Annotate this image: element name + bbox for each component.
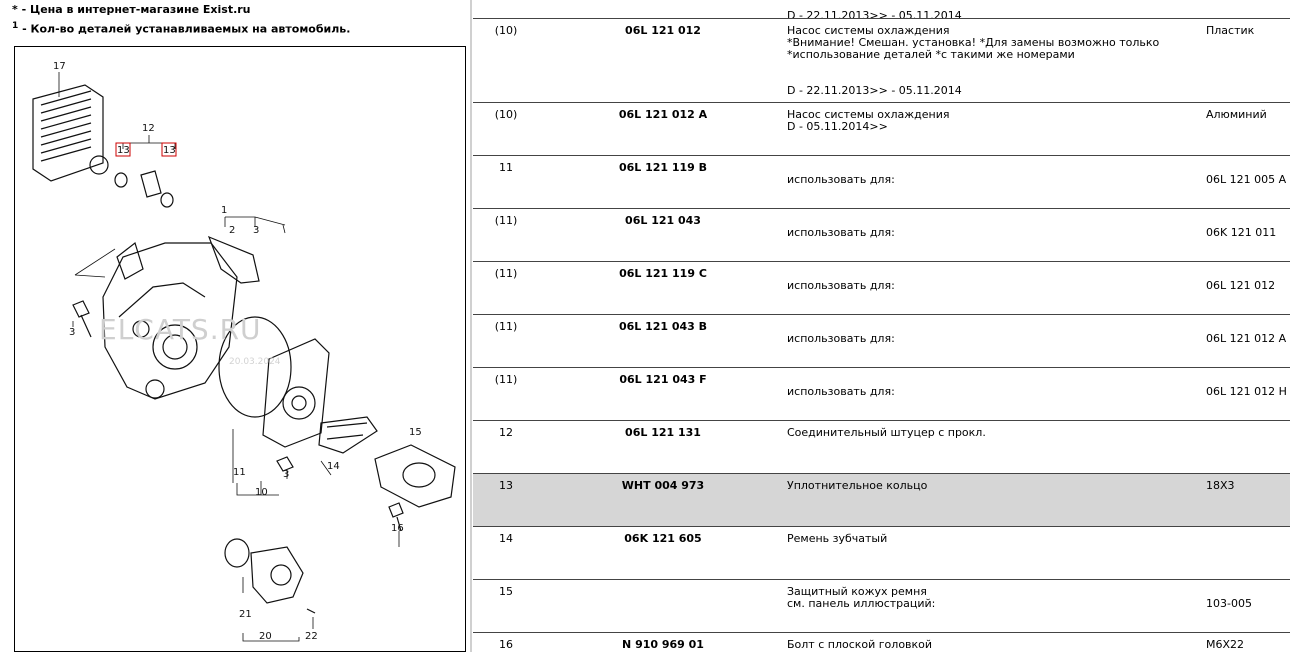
callout-14: 14: [327, 461, 340, 472]
callout-2: 2: [229, 225, 235, 236]
description-cell: использовать для:: [787, 385, 895, 398]
parts-table: D - 22.11.2013>> - 05.11.2014 (10)06L 12…: [473, 0, 1290, 652]
table-row[interactable]: (11) 06L 121 043 F использовать для: 06L …: [473, 367, 1290, 421]
table-row[interactable]: 11 06L 121 119 B использовать для: 06L 12…: [473, 155, 1290, 209]
callout-13b: 13: [163, 145, 176, 156]
part-number-cell: 13: [499, 479, 513, 492]
part-code-cell[interactable]: 06L 121 043 B: [618, 320, 708, 333]
callout-17: 17: [53, 61, 66, 72]
value-cell: Пластик: [1206, 24, 1255, 37]
part-number-cell: 11: [499, 161, 513, 174]
description-cell: Защитный кожух ремня см. панель иллюстра…: [787, 585, 936, 610]
table-row[interactable]: (11) 06L 121 043 использовать для: 06K 12…: [473, 208, 1290, 262]
description-cell: Насос системы охлаждения D - 05.11.2014>…: [787, 108, 950, 133]
part-code-cell[interactable]: 06L 121 012 A: [618, 108, 708, 121]
part-code-cell[interactable]: N 910 969 01: [622, 638, 704, 651]
part-code-cell[interactable]: 06L 121 131: [625, 426, 701, 439]
price-legend: * - Цена в интернет-магазине Exist.ru: [12, 3, 251, 16]
part-code-cell[interactable]: 06L 121 119 C: [619, 267, 707, 280]
callout-3c: 3: [283, 469, 289, 480]
description-cell: Соединительный штуцер с прокл.: [787, 426, 986, 439]
callout-15: 15: [409, 427, 422, 438]
part-code-cell[interactable]: 06L 121 043 F: [619, 373, 707, 386]
table-row[interactable]: 14 06K 121 605 Ремень зубчатый: [473, 526, 1290, 580]
callout-13a: 13: [117, 145, 130, 156]
fitting-shape: [140, 170, 162, 198]
callout-box-13b: [161, 142, 177, 157]
callout-3b: 3: [69, 327, 75, 338]
value-cell: 103-005: [1206, 597, 1252, 610]
table-row[interactable]: 13 WHT 004 973 Уплотнительное кольцо 18X3: [473, 473, 1290, 527]
value-cell: 06L 121 012 H: [1206, 385, 1287, 398]
part-number-cell: (11): [494, 214, 518, 227]
table-row[interactable]: (10) 06L 121 012 A Насос системы охлаждени…: [473, 102, 1290, 155]
part-number-cell: 14: [499, 532, 513, 545]
pump-housing-shape: [102, 242, 238, 400]
thermostat-housing-shape: [250, 546, 304, 604]
value-cell: Алюминий: [1206, 108, 1267, 121]
watermark-date: 20.03.2024: [229, 357, 281, 367]
seal-ring-shape: [114, 172, 128, 188]
value-cell: 06K 121 011: [1206, 226, 1277, 239]
part-number-cell: 15: [499, 585, 513, 598]
part-number-cell: (11): [494, 373, 518, 386]
part-code-cell[interactable]: 06K 121 605: [624, 532, 702, 545]
quantity-legend: 1 - Кол-во деталей устанавливаемых на ав…: [12, 21, 351, 36]
part-number-cell: 16: [499, 638, 513, 651]
callout-22: 22: [305, 631, 318, 642]
callout-box-13a: [115, 142, 131, 157]
part-number-cell: (10): [494, 24, 518, 37]
callout-10: 10: [255, 487, 268, 498]
part-number-cell: (10): [494, 108, 518, 121]
parts-diagram: 17 12 13 13 1 2 3 3 3 11 10 14 15 16 21 …: [14, 46, 466, 652]
description-cell: использовать для:: [787, 332, 895, 345]
description-cell: использовать для:: [787, 279, 895, 292]
callout-20: 20: [259, 631, 272, 642]
description-cell: Болт с плоской головкой: [787, 638, 933, 651]
part-number-cell: (11): [494, 267, 518, 280]
value-cell: 06L 121 012: [1206, 279, 1276, 292]
part-code-cell[interactable]: 06L 121 043: [625, 214, 701, 227]
value-cell: 06L 121 005 A: [1206, 173, 1287, 186]
callout-1: 1: [221, 205, 227, 216]
table-row[interactable]: 16 N 910 969 01 Болт с плоской головкой M6X…: [473, 632, 1290, 653]
illustration-panel: * - Цена в интернет-магазине Exist.ru 1 …: [0, 0, 470, 652]
panel-divider: [470, 0, 472, 652]
description-cell: Насос системы охлаждения *Внимание! Смеш…: [787, 24, 1160, 97]
callout-21: 21: [239, 609, 252, 620]
o-ring-shape: [218, 316, 292, 418]
callout-12: 12: [142, 123, 155, 134]
callout-11: 11: [233, 467, 246, 478]
description-cell: Уплотнительное кольцо: [787, 479, 928, 492]
watermark: ELCATS.RU: [99, 313, 262, 346]
callout-16: 16: [391, 523, 404, 534]
table-row[interactable]: (10) 06L 121 012 Насос системы охлаждения …: [473, 18, 1290, 105]
table-row[interactable]: (11) 06L 121 119 C использовать для: 06L …: [473, 261, 1290, 315]
callout-3a: 3: [253, 225, 259, 236]
description-cell: использовать для:: [787, 173, 895, 186]
part-number-cell: 12: [499, 426, 513, 439]
table-row[interactable]: (11) 06L 121 043 B использовать для: 06L …: [473, 314, 1290, 368]
description-cell: Ремень зубчатый: [787, 532, 888, 545]
part-code-cell[interactable]: WHT 004 973: [621, 479, 705, 492]
value-cell: M6X22: [1206, 638, 1245, 651]
table-row[interactable]: 12 06L 121 131 Соединительный штуцер с про…: [473, 420, 1290, 474]
part-code-cell[interactable]: 06L 121 012: [625, 24, 701, 37]
description-cell: использовать для:: [787, 226, 895, 239]
table-row[interactable]: 15 Защитный кожух ремня см. панель иллюст…: [473, 579, 1290, 633]
toothed-belt-shape: [318, 416, 378, 454]
value-cell: 06L 121 012 A: [1206, 332, 1287, 345]
water-pump-shape: [262, 338, 330, 448]
part-number-cell: (11): [494, 320, 518, 333]
value-cell: 18X3: [1206, 479, 1235, 492]
exploded-view-drawing: 17 12 13 13 1 2 3 3 3 11 10 14 15 16 21 …: [32, 61, 456, 642]
oil-cooler-shape: [32, 84, 104, 182]
part-code-cell[interactable]: 06L 121 119 B: [618, 161, 708, 174]
belt-cover-shape: [374, 444, 456, 508]
